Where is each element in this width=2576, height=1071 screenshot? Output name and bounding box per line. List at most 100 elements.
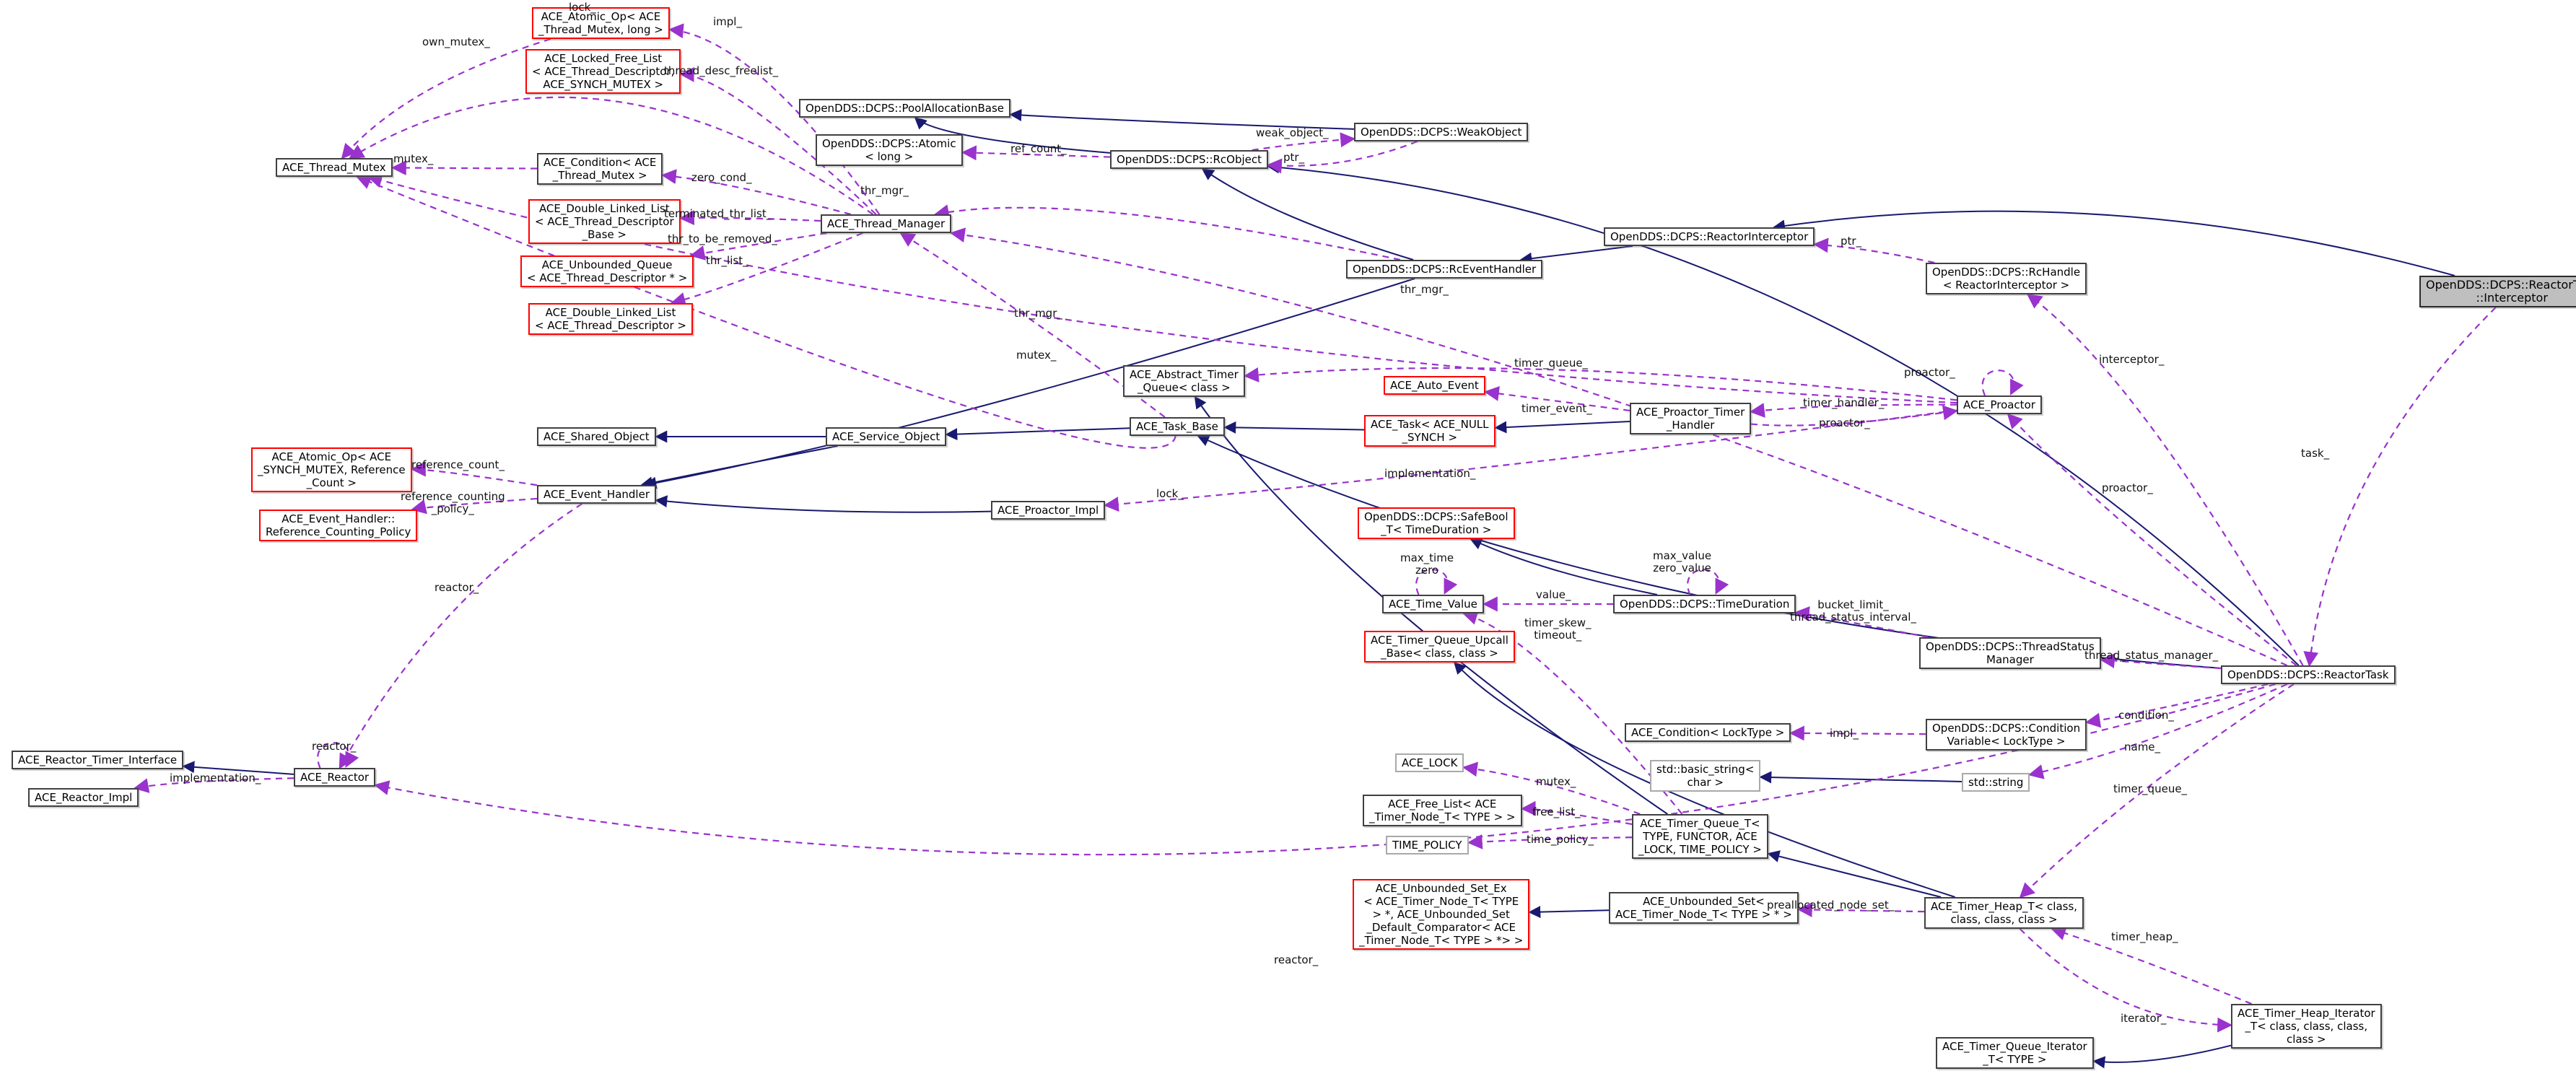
class-node-time_policy[interactable]: TIME_POLICY bbox=[1386, 836, 1469, 854]
class-node-timer_queue_t[interactable]: ACE_Timer_Queue_T<TYPE, FUNCTOR, ACE_LOC… bbox=[1632, 814, 1768, 859]
class-node-reference_counting_policy[interactable]: ACE_Event_Handler::Reference_Counting_Po… bbox=[259, 510, 418, 541]
class-node-ace_task_null_synch[interactable]: ACE_Task< ACE_NULL_SYNCH > bbox=[1364, 415, 1496, 447]
class-node-line: OpenDDS::DCPS::Atomic bbox=[822, 137, 956, 150]
edge-use-reactor_task-to-ace_proactor bbox=[2007, 413, 2297, 666]
edge-inherit-reactor_task-to-rc_object bbox=[1267, 161, 2300, 666]
class-node-line: std::string bbox=[1968, 776, 2024, 789]
class-node-proactor_timer_handler[interactable]: ACE_Proactor_Timer_Handler bbox=[1630, 403, 1752, 434]
class-node-line: ACE_Double_Linked_List bbox=[538, 202, 670, 215]
class-node-free_list_timer_node[interactable]: ACE_Free_List< ACE_Timer_Node_T< TYPE > … bbox=[1363, 795, 1522, 826]
class-node-condition_locktype[interactable]: ACE_Condition< LockType > bbox=[1625, 723, 1791, 742]
edge-inherit-reactor_interceptor-to-rc_event_handler bbox=[1519, 245, 1633, 265]
class-node-task_base[interactable]: ACE_Task_Base bbox=[1130, 417, 1225, 436]
class-node-event_handler[interactable]: ACE_Event_Handler bbox=[537, 485, 656, 504]
edge-use-ace_proactor-to-thread_mutex bbox=[367, 172, 1957, 404]
edge-use-reactor_task-to-ace_reactor bbox=[373, 683, 2276, 856]
class-node-timer_heap_t[interactable]: ACE_Timer_Heap_T< class,class, class, cl… bbox=[1924, 897, 2084, 929]
class-node-line: ACE_Task< ACE_NULL bbox=[1371, 418, 1489, 431]
edge-inherit-task_base-to-service_object bbox=[945, 427, 1130, 441]
edge-label-line: thr_list_ bbox=[706, 254, 748, 267]
class-node-reactor_task[interactable]: OpenDDS::DCPS::ReactorTask bbox=[2221, 665, 2396, 684]
class-node-rc_object[interactable]: OpenDDS::DCPS::RcObject bbox=[1110, 150, 1269, 169]
class-node-atomic_op_thread_mutex[interactable]: ACE_Atomic_Op< ACE_Thread_Mutex, long > bbox=[532, 7, 670, 39]
class-node-line: _SYNCH > bbox=[1402, 431, 1458, 444]
edge-label-line: mutex_ bbox=[1536, 775, 1576, 788]
class-node-thread_mutex[interactable]: ACE_Thread_Mutex bbox=[276, 158, 393, 177]
class-node-dll_descriptor_base[interactable]: ACE_Double_Linked_List< ACE_Thread_Descr… bbox=[528, 199, 681, 244]
edge-label-reactor-: reactor_ bbox=[1274, 954, 1318, 966]
edge-label-thr-list-: thr_list_ bbox=[706, 255, 748, 267]
edge-use-reactor_task_interceptor-to-reactor_task bbox=[2303, 307, 2497, 668]
edge-label-mutex-: mutex_ bbox=[393, 153, 433, 165]
edge-label-line: reactor_ bbox=[1274, 953, 1319, 966]
class-node-rc_handle_reactor_interceptor[interactable]: OpenDDS::DCPS::RcHandle< ReactorIntercep… bbox=[1926, 263, 2087, 294]
class-node-line: < ReactorInterceptor > bbox=[1942, 279, 2070, 292]
edge-label-proactor-: proactor_ bbox=[1819, 417, 1870, 429]
class-node-reactor_timer_interface[interactable]: ACE_Reactor_Timer_Interface bbox=[12, 751, 184, 769]
class-node-line: TYPE, FUNCTOR, ACE bbox=[1643, 830, 1758, 843]
class-node-auto_event[interactable]: ACE_Auto_Event bbox=[1384, 376, 1485, 395]
class-node-line: ACE_Timer_Queue_Iterator bbox=[1942, 1040, 2087, 1053]
edge-label-line: zero_value bbox=[1653, 561, 1711, 574]
edge-label-line: time_policy_ bbox=[1527, 833, 1594, 846]
edge-use-thread_manager-to-dll_descriptor_base bbox=[678, 210, 821, 226]
edge-label-line: thr_mgr_ bbox=[1400, 283, 1449, 296]
edge-label-timer-queue-: timer_queue_ bbox=[1514, 357, 1588, 370]
edge-label-zero-cond-: zero_cond_ bbox=[691, 172, 752, 184]
class-node-service_object[interactable]: ACE_Service_Object bbox=[826, 427, 947, 446]
class-node-reactor_impl[interactable]: ACE_Reactor_Impl bbox=[28, 788, 139, 807]
class-node-thread_manager[interactable]: ACE_Thread_Manager bbox=[821, 214, 952, 233]
class-node-unbounded_set_ex[interactable]: ACE_Unbounded_Set_Ex< ACE_Timer_Node_T< … bbox=[1353, 879, 1530, 950]
class-node-dll_descriptor[interactable]: ACE_Double_Linked_List< ACE_Thread_Descr… bbox=[528, 303, 693, 335]
class-node-atomic_op_reference_count[interactable]: ACE_Atomic_Op< ACE_SYNCH_MUTEX, Referenc… bbox=[251, 447, 412, 492]
class-node-condition_thread_mutex[interactable]: ACE_Condition< ACE_Thread_Mutex > bbox=[537, 153, 663, 185]
class-node-timer_queue_iterator[interactable]: ACE_Timer_Queue_Iterator_T< TYPE > bbox=[1936, 1037, 2094, 1069]
class-node-rc_event_handler[interactable]: OpenDDS::DCPS::RcEventHandler bbox=[1346, 260, 1543, 279]
edges bbox=[133, 23, 2497, 1069]
edge-use-task_base-to-thread_manager bbox=[899, 232, 1166, 418]
class-node-std_string[interactable]: std::string bbox=[1962, 773, 2030, 792]
class-node-time_value[interactable]: ACE_Time_Value bbox=[1382, 595, 1484, 613]
edge-label-line: impl_ bbox=[1830, 727, 1859, 740]
class-node-safebool_timeduration[interactable]: OpenDDS::DCPS::SafeBool_T< TimeDuration … bbox=[1358, 507, 1515, 539]
class-node-line: std::basic_string< bbox=[1656, 763, 1755, 776]
edge-use-timer_queue_t-to-free_list_timer_node bbox=[1520, 800, 1633, 826]
class-node-weak_object[interactable]: OpenDDS::DCPS::WeakObject bbox=[1354, 123, 1529, 141]
class-node-line: ACE_Condition< ACE bbox=[543, 156, 657, 169]
edge-label-value-: value_ bbox=[1536, 589, 1571, 601]
class-node-pool_allocation_base[interactable]: OpenDDS::DCPS::PoolAllocationBase bbox=[799, 99, 1010, 118]
class-node-unbounded_queue_descriptor[interactable]: ACE_Unbounded_Queue< ACE_Thread_Descript… bbox=[520, 255, 694, 287]
class-node-unbounded_set[interactable]: ACE_Unbounded_Set<ACE_Timer_Node_T< TYPE… bbox=[1609, 892, 1799, 924]
class-node-reactor_task_interceptor[interactable]: OpenDDS::DCPS::ReactorTask::Interceptor bbox=[2419, 276, 2576, 307]
edge-use-reactor_task-to-thread_status_manager bbox=[2099, 653, 2222, 670]
edge-label-timer-queue-: timer_queue_ bbox=[2113, 783, 2187, 795]
edge-use-reactor_task-to-std_string bbox=[2027, 683, 2288, 779]
class-node-locked_free_list[interactable]: ACE_Locked_Free_List< ACE_Thread_Descrip… bbox=[525, 49, 681, 94]
class-node-line: OpenDDS::DCPS::ReactorTask bbox=[2426, 278, 2576, 292]
class-node-line: ACE_Locked_Free_List bbox=[544, 52, 663, 65]
edge-use-thread_manager-to-dll_descriptor bbox=[670, 232, 863, 307]
class-node-ace_reactor[interactable]: ACE_Reactor bbox=[294, 768, 376, 787]
class-node-reactor_interceptor[interactable]: OpenDDS::DCPS::ReactorInterceptor bbox=[1604, 227, 1815, 246]
class-node-std_basic_string[interactable]: std::basic_string<char > bbox=[1650, 760, 1761, 792]
class-node-timer_queue_upcall_base[interactable]: ACE_Timer_Queue_Upcall_Base< class, clas… bbox=[1364, 631, 1515, 663]
class-node-line: _T< TimeDuration > bbox=[1381, 523, 1492, 536]
class-node-time_duration[interactable]: OpenDDS::DCPS::TimeDuration bbox=[1613, 595, 1796, 613]
class-node-shared_object[interactable]: ACE_Shared_Object bbox=[537, 427, 656, 446]
edge-use-rc_object-to-weak_object bbox=[1252, 132, 1356, 152]
class-node-abstract_timer_queue[interactable]: ACE_Abstract_Timer_Queue< class > bbox=[1123, 365, 1245, 397]
class-node-line: < ACE_Timer_Node_T< TYPE bbox=[1363, 895, 1519, 908]
edge-label-ptr-: ptr_ bbox=[1841, 235, 1861, 248]
class-node-line: OpenDDS::DCPS::ThreadStatus bbox=[1926, 640, 2095, 653]
class-node-ace_lock[interactable]: ACE_LOCK bbox=[1395, 753, 1464, 772]
edge-label-reactor-: reactor_ bbox=[312, 740, 356, 753]
class-node-timer_heap_iterator[interactable]: ACE_Timer_Heap_Iterator_T< class, class,… bbox=[2231, 1004, 2382, 1049]
class-node-proactor_impl[interactable]: ACE_Proactor_Impl bbox=[991, 501, 1106, 520]
class-node-atomic_long[interactable]: OpenDDS::DCPS::Atomic< long > bbox=[816, 134, 963, 166]
class-node-ace_proactor[interactable]: ACE_Proactor bbox=[1957, 395, 2042, 414]
edge-label-line: preallocated_node_set_ bbox=[1767, 899, 1895, 912]
edge-use-timer_heap_iterator-to-timer_heap_t bbox=[2051, 925, 2253, 1005]
